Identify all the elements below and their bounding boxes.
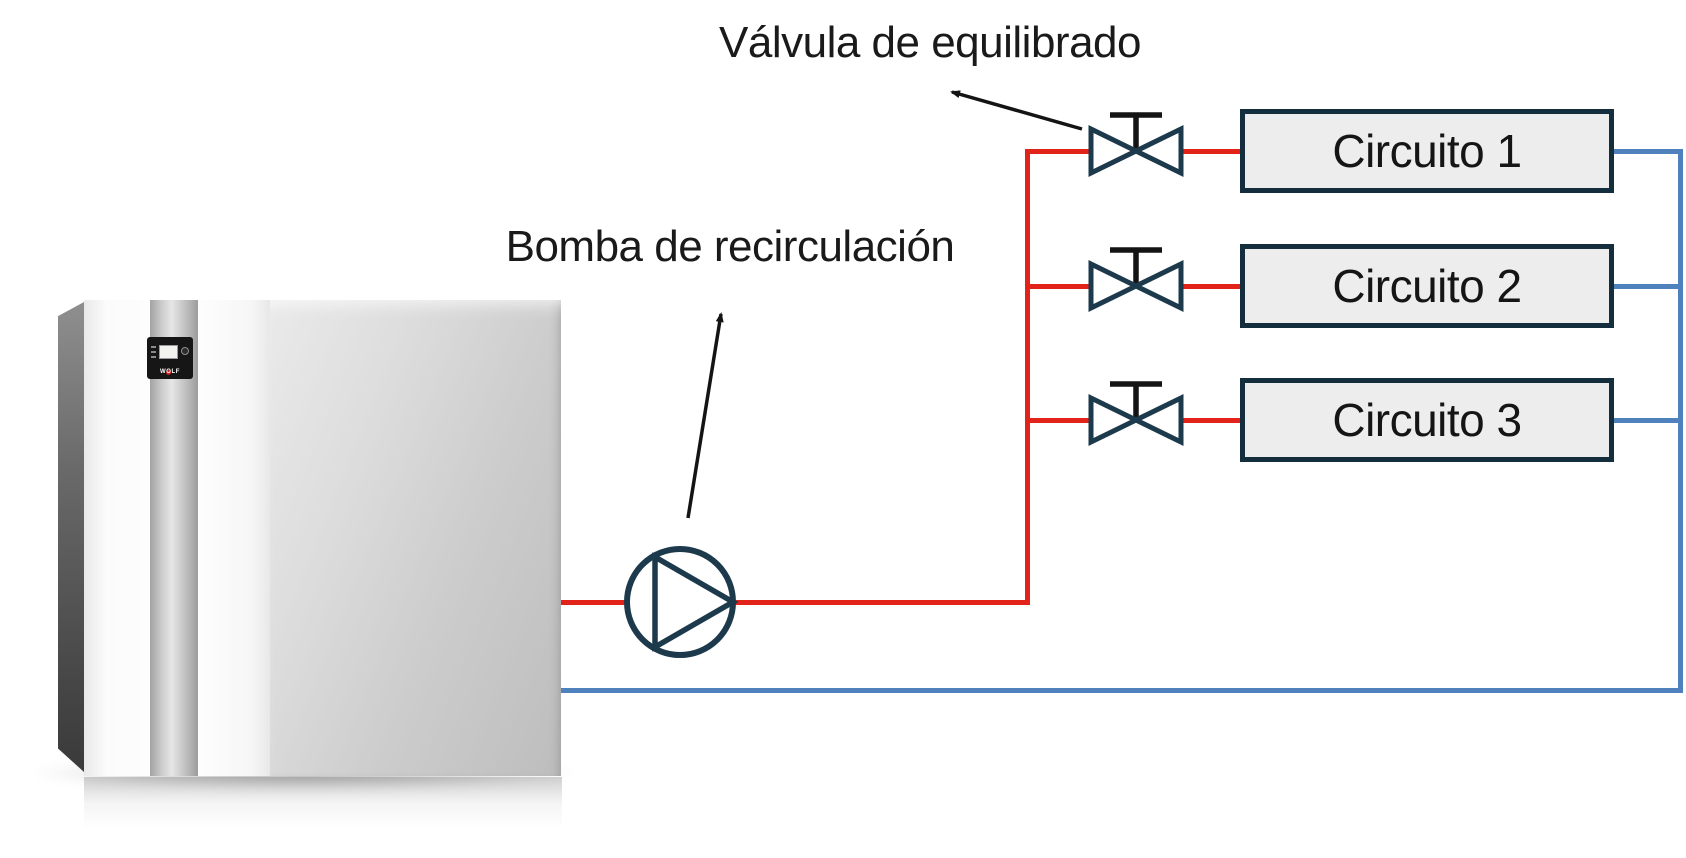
boiler-display	[159, 345, 178, 359]
balancing-valve-1	[1088, 112, 1184, 178]
return-stub-circuit-2	[1612, 284, 1683, 289]
supply-branch-1-right	[1172, 149, 1244, 154]
circuit-box-label: Circuito 1	[1332, 125, 1522, 177]
circuit-box-1: Circuito 1	[1240, 109, 1614, 193]
circuit-box-label: Circuito 3	[1332, 394, 1522, 446]
balancing-valve-3	[1088, 381, 1184, 447]
pump-label: Bomba de recirculación	[505, 222, 955, 271]
boiler-reflection	[84, 777, 562, 835]
return-pipe-bottom	[556, 688, 1683, 693]
circuit-box-3: Circuito 3	[1240, 378, 1614, 462]
pump-triangle	[652, 552, 739, 652]
boiler-silver-panel	[270, 300, 561, 776]
boiler-side-panel	[58, 302, 84, 772]
valve-label: Válvula de equilibrado	[719, 18, 1141, 67]
boiler-knob	[181, 347, 189, 355]
balancing-valve-2	[1088, 247, 1184, 313]
pump-symbol	[624, 546, 739, 658]
wolf-logo-dot	[166, 370, 171, 375]
boiler-control-panel: WOLF	[147, 337, 193, 379]
supply-branch-2-left	[1025, 284, 1095, 289]
circuit-box-2: Circuito 2	[1240, 244, 1614, 328]
return-stub-circuit-3	[1612, 418, 1683, 423]
panel-button	[151, 356, 156, 358]
panel-button	[151, 346, 156, 348]
return-stub-circuit-1	[1612, 149, 1683, 154]
supply-branch-3-left	[1025, 418, 1095, 423]
supply-branch-3-right	[1172, 418, 1244, 423]
supply-pipe-main	[556, 600, 1030, 605]
valve-arrow	[950, 90, 1083, 131]
supply-branch-2-right	[1172, 284, 1244, 289]
pump-arrow	[686, 312, 724, 519]
supply-riser	[1025, 149, 1030, 605]
wolf-logo: WOLF	[159, 369, 181, 375]
circuit-box-label: Circuito 2	[1332, 260, 1522, 312]
boiler-metal-stripe	[150, 300, 198, 776]
supply-branch-1-left	[1025, 149, 1095, 154]
panel-button	[151, 351, 156, 353]
